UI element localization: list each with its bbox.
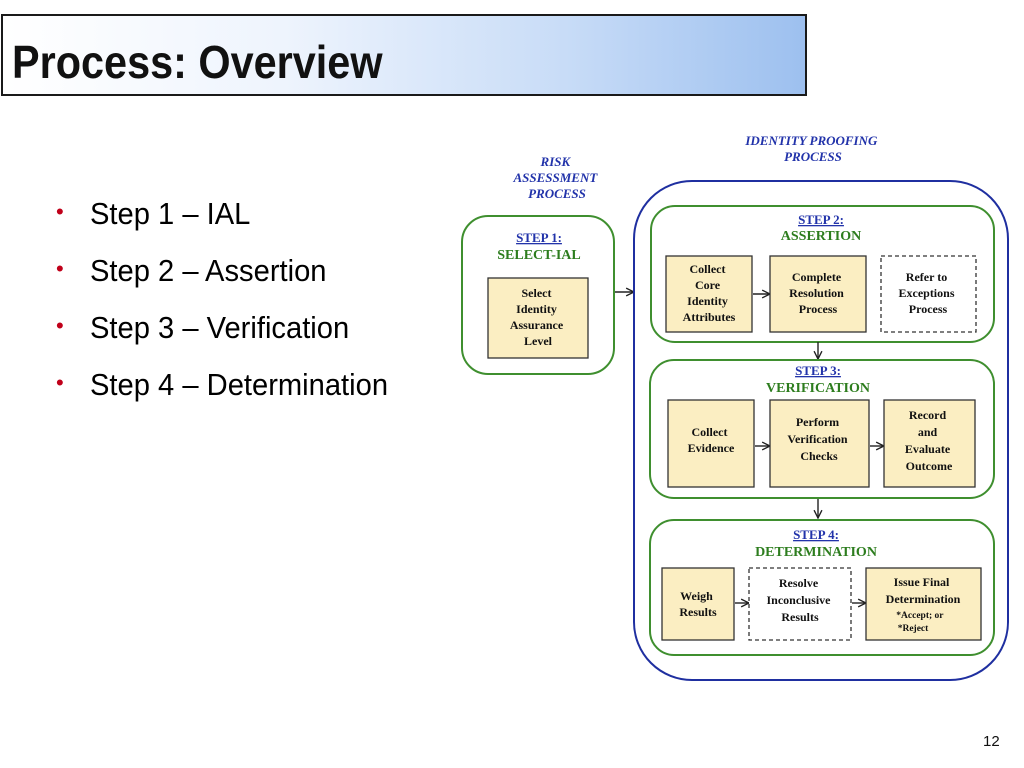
page-number: 12 — [983, 733, 1000, 750]
bullet-icon: • — [56, 256, 64, 281]
step2-heading: STEP 2: — [798, 212, 844, 227]
collect-core-box-text: Collect Core Identity Attributes — [683, 262, 736, 324]
identity-proofing-label: IDENTITY PROOFING PROCESS — [744, 133, 880, 164]
collect-core-box — [665, 255, 753, 333]
title-bar: Process: Overview — [1, 14, 807, 96]
issue-final-box-title: Issue Final Determination — [886, 575, 961, 606]
issue-final-box-notes: *Accept; or *Reject — [896, 611, 945, 634]
bullet-text: Step 3 – Verification — [90, 310, 350, 345]
bullet-text: Step 1 – IAL — [90, 196, 251, 231]
resolve-inconclusive-box — [748, 567, 852, 641]
complete-resolution-box-text: Complete Resolution Process — [789, 270, 847, 316]
collect-evidence-box — [667, 399, 755, 488]
bullet-icon: • — [56, 313, 64, 338]
bullet-text: Step 4 – Determination — [90, 367, 389, 402]
step3-heading: STEP 3: — [795, 363, 841, 378]
bullet-icon: • — [56, 199, 64, 224]
bullet-icon: • — [56, 370, 64, 395]
perform-verification-box-text: Perform Verification Checks — [787, 415, 850, 463]
record-evaluate-box-text: Record and Evaluate Outcome — [905, 408, 953, 473]
bullet-text: Step 2 – Assertion — [90, 253, 327, 288]
perform-verification-box — [769, 399, 870, 488]
complete-resolution-box — [769, 255, 867, 333]
identity-proofing-container — [633, 180, 1009, 681]
slide-title: Process: Overview — [12, 36, 383, 88]
record-evaluate-box — [883, 399, 976, 488]
step4-heading: STEP 4: — [793, 527, 839, 542]
step4-container — [649, 519, 995, 656]
select-ial-box-text: Select Identity Assurance Level — [510, 286, 566, 348]
issue-final-box — [865, 567, 982, 641]
step2-container — [650, 205, 995, 343]
refer-exceptions-box-text: Refer to Exceptions Process — [898, 270, 957, 316]
step1-name: SELECT-IAL — [497, 248, 581, 263]
step1-container — [461, 215, 615, 375]
step2-name: ASSERTION — [781, 229, 861, 244]
risk-assessment-label: RISK ASSESSMENT PROCESS — [512, 154, 600, 201]
step3-container — [649, 359, 995, 499]
step1-heading: STEP 1: — [516, 230, 562, 245]
step3-name: VERIFICATION — [766, 381, 870, 396]
weigh-results-box — [661, 567, 735, 641]
select-ial-box — [487, 277, 589, 359]
resolve-inconclusive-box-text: Resolve Inconclusive Results — [766, 576, 833, 624]
collect-evidence-box-text: Collect Evidence — [688, 425, 735, 455]
step4-name: DETERMINATION — [755, 545, 877, 560]
weigh-results-box-text: Weigh Results — [679, 589, 717, 619]
refer-exceptions-box — [880, 255, 977, 333]
